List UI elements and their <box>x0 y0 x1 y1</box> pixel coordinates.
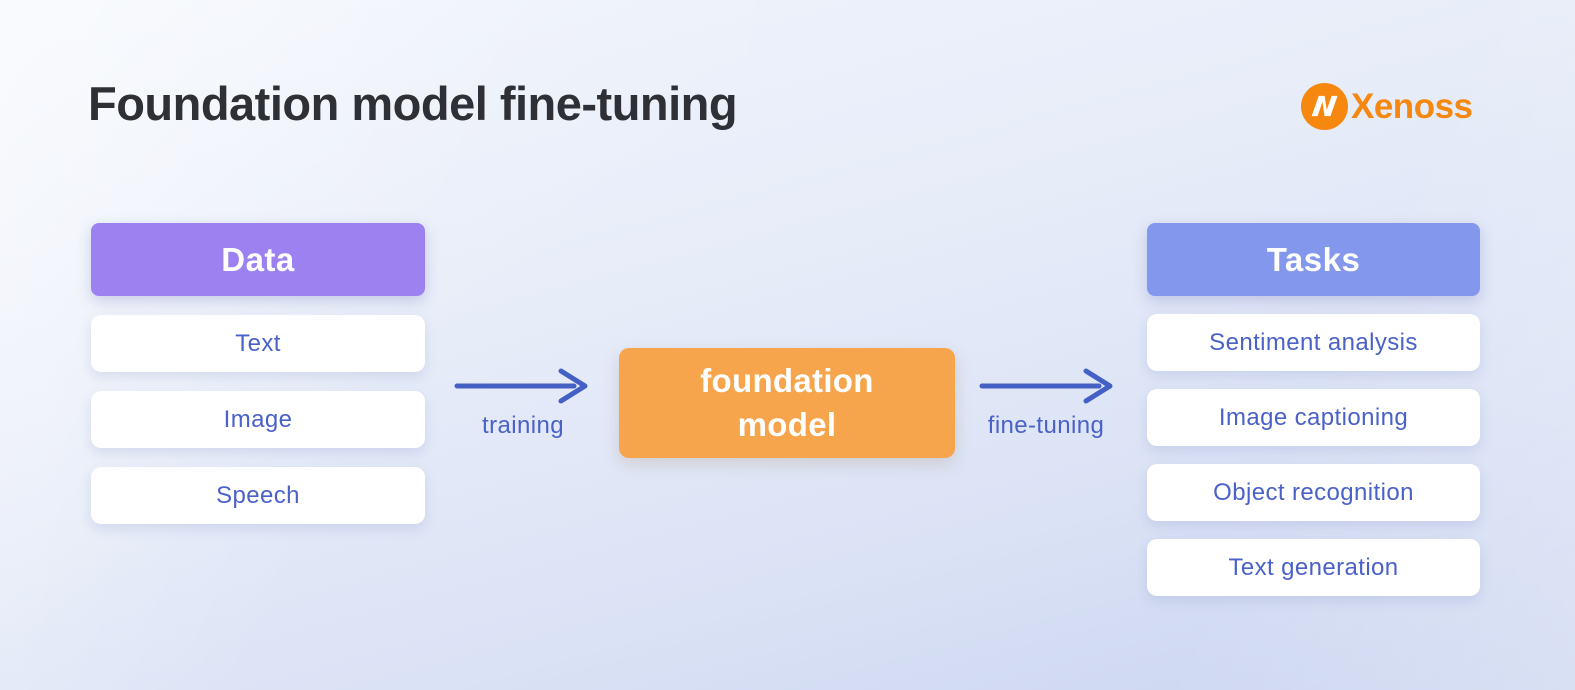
fine-tuning-arrow-icon <box>979 368 1113 404</box>
xenoss-logo-text: Xenoss <box>1351 86 1473 126</box>
task-item-image-captioning: Image captioning <box>1147 389 1480 446</box>
foundation-model-node: foundation model <box>619 348 955 458</box>
data-column-header: Data <box>91 223 425 296</box>
task-item-sentiment-analysis: Sentiment analysis <box>1147 314 1480 371</box>
page-title: Foundation model fine-tuning <box>88 77 738 130</box>
tasks-column-header: Tasks <box>1147 223 1480 296</box>
foundation-model-label: foundation model <box>700 362 874 443</box>
xenoss-logo-icon <box>1301 83 1348 130</box>
task-item-text-generation: Text generation <box>1147 539 1480 596</box>
data-item-image: Image <box>91 391 425 448</box>
task-item-object-recognition: Object recognition <box>1147 464 1480 521</box>
training-arrow-label: training <box>482 412 564 439</box>
data-column: Data Text Image Speech <box>91 223 425 524</box>
training-arrow-icon <box>454 368 588 404</box>
data-item-text: Text <box>91 315 425 372</box>
tasks-column: Tasks Sentiment analysis Image captionin… <box>1147 223 1480 596</box>
fine-tuning-arrow-label: fine-tuning <box>987 412 1105 439</box>
xenoss-logo: Xenoss <box>1301 83 1473 130</box>
data-item-speech: Speech <box>91 467 425 524</box>
